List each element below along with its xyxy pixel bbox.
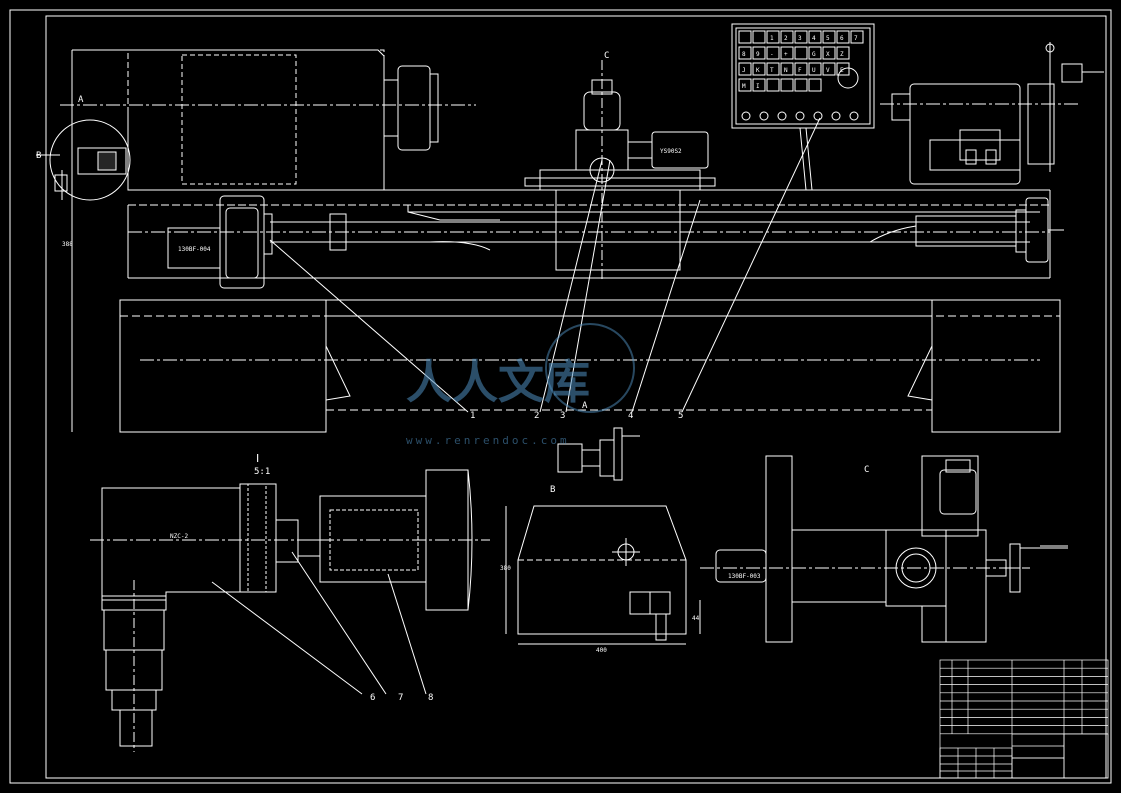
panel-key-label: 4 [812, 35, 816, 42]
section-a-marker: A [78, 95, 84, 105]
section-c-marker: C [604, 51, 609, 61]
callout-3: 3 [560, 411, 565, 421]
panel-key [752, 78, 766, 92]
panel-key [822, 62, 836, 76]
panel-key [780, 30, 794, 44]
panel-key-label: I [756, 83, 760, 90]
panel-key-label: 6 [840, 35, 844, 42]
panel-key [780, 46, 794, 60]
panel-button-icon [849, 111, 859, 121]
panel-key-label: 2 [784, 35, 788, 42]
panel-key-label: N [784, 67, 788, 74]
dim-b-height: 380 [500, 565, 511, 572]
panel-key [808, 46, 822, 60]
callout-2: 2 [534, 411, 539, 421]
panel-key [752, 30, 766, 44]
section-b-marker: B [36, 151, 41, 161]
callout-5: 5 [678, 411, 683, 421]
panel-button-icon [759, 111, 769, 121]
detail-part-label: NZC-2 [170, 533, 188, 540]
panel-key-label: 7 [854, 35, 858, 42]
panel-key-label: F [798, 67, 802, 74]
view-B [505, 505, 701, 645]
panel-key [836, 46, 850, 60]
view-a-label: A [582, 401, 588, 411]
watermark-logo [545, 323, 635, 413]
panel-key-label: K [756, 67, 760, 74]
panel-key-label: T [770, 67, 774, 74]
panel-key [794, 30, 808, 44]
panel-key [808, 78, 822, 92]
panel-key-label: - [770, 51, 774, 58]
panel-key [738, 62, 752, 76]
motor-c-label: 130BF-003 [728, 573, 761, 580]
motor-top-label: YS90S2 [660, 148, 682, 155]
view-C [700, 455, 1068, 643]
panel-key [766, 30, 780, 44]
panel-key [766, 62, 780, 76]
inner-frame [45, 15, 1107, 779]
panel-key [752, 62, 766, 76]
dial-knob-icon [837, 67, 859, 89]
panel-key [780, 62, 794, 76]
dim-height-main: 388 [62, 241, 73, 248]
panel-key-label: + [784, 51, 788, 58]
callout-7: 7 [398, 693, 403, 703]
small-motor-component [557, 427, 640, 481]
panel-key [850, 30, 864, 44]
motor-left-label: 130BF-004 [178, 246, 211, 253]
callout-8: 8 [428, 693, 433, 703]
panel-key [766, 78, 780, 92]
watermark-url: www.renrendoc.com [406, 434, 570, 447]
dim-b-small-h: 44 [692, 615, 700, 622]
callout-6: 6 [370, 693, 375, 703]
panel-key [822, 46, 836, 60]
panel-key [822, 30, 836, 44]
panel-key [794, 46, 808, 60]
callout-4: 4 [628, 411, 633, 421]
detail-I-scale: 5:1 [254, 467, 270, 477]
panel-button-icon [813, 111, 823, 121]
panel-key [738, 46, 752, 60]
panel-key-label: 3 [798, 35, 802, 42]
panel-key-label: 9 [756, 51, 760, 58]
panel-key-label: 1 [770, 35, 774, 42]
panel-key-label: J [742, 67, 746, 74]
panel-key-label: M [742, 83, 746, 90]
panel-key-label: U [812, 67, 816, 74]
panel-button-icon [741, 111, 751, 121]
dim-b-width: 400 [596, 647, 607, 654]
panel-key-label: 5 [826, 35, 830, 42]
panel-key [766, 46, 780, 60]
panel-key [808, 30, 822, 44]
detail-I-title: I [256, 452, 259, 465]
panel-key [752, 46, 766, 60]
panel-key [836, 30, 850, 44]
panel-key [738, 78, 752, 92]
panel-key-label: 8 [742, 51, 746, 58]
panel-key [738, 30, 752, 44]
watermark-text: 人人文库 [406, 355, 590, 409]
title-block [939, 659, 1109, 779]
outer-frame [9, 9, 1112, 784]
view-C-label: C [864, 465, 869, 475]
panel-key-label: X [826, 51, 830, 58]
callout-1: 1 [470, 411, 475, 421]
panel-key [794, 78, 808, 92]
panel-button-icon [795, 111, 805, 121]
panel-key-label: G [812, 51, 816, 58]
panel-key [780, 78, 794, 92]
panel-button-icon [831, 111, 841, 121]
view-B-label: B [550, 485, 555, 495]
panel-key [808, 62, 822, 76]
panel-key [836, 62, 850, 76]
panel-button-icon [777, 111, 787, 121]
detail-I-view [90, 469, 490, 752]
panel-key-label: Z [840, 51, 844, 58]
panel-key-label: V [826, 67, 830, 74]
panel-key [794, 62, 808, 76]
